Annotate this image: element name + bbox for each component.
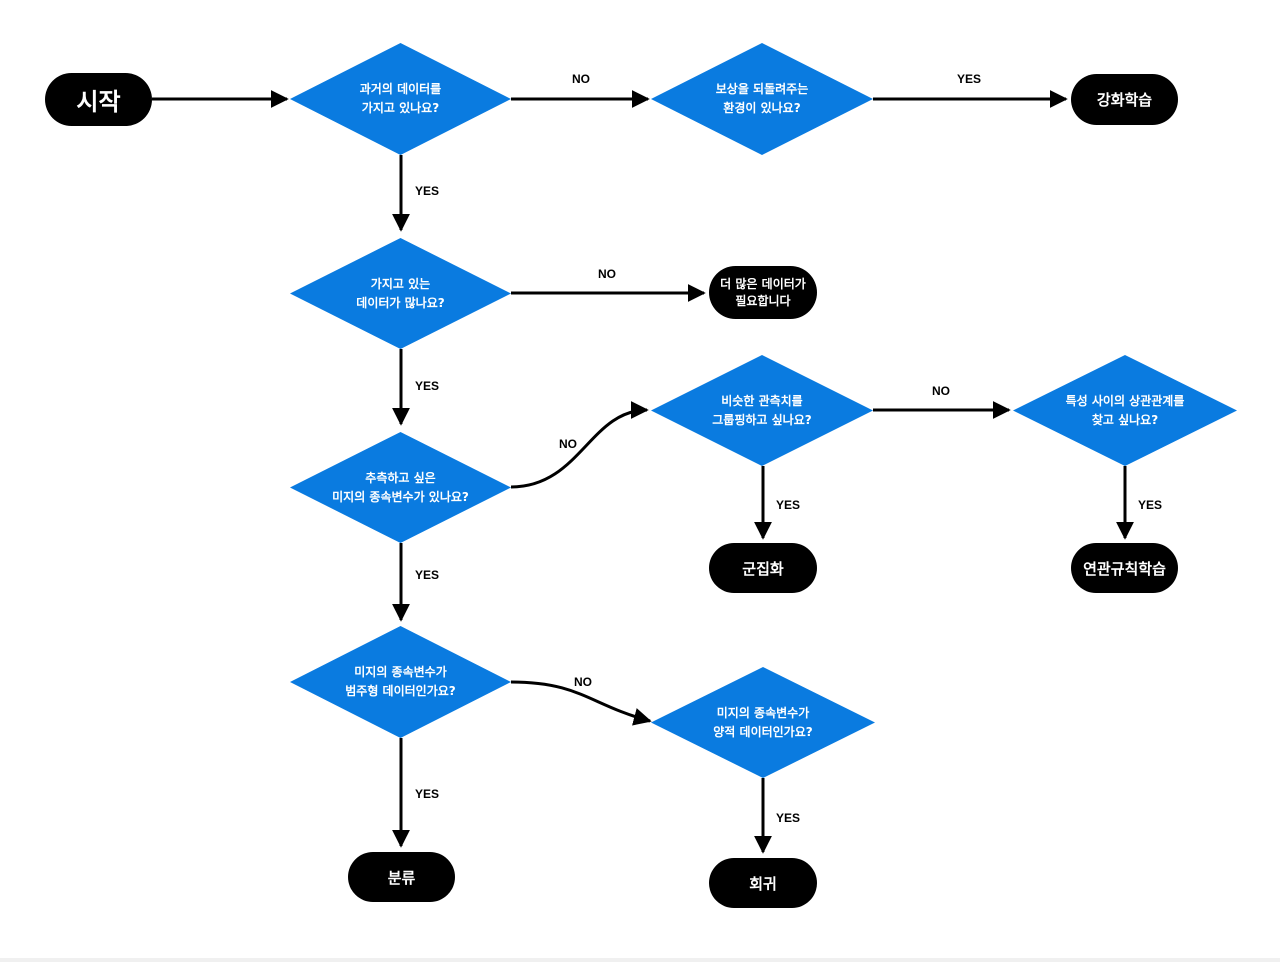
correlation-decision: 특성 사이의 상관관계를 찾고 싶나요? <box>1013 355 1237 466</box>
reinforcement-learning-terminal: 강화학습 <box>1071 74 1178 125</box>
edge-label-correlation-yes: YES <box>1138 498 1163 512</box>
target-variable-decision: 추측하고 싶은 미지의 종속변수가 있나요? <box>290 432 511 543</box>
decision-text: 미지의 종속변수가 범주형 데이터인가요? <box>345 665 456 698</box>
edge-label-quantitative-yes: YES <box>776 811 801 825</box>
start-terminal: 시작 <box>45 73 152 126</box>
association-rule-terminal: 연관규칙학습 <box>1071 543 1178 593</box>
past-data-decision: 과거의 데이터를 가지고 있나요? <box>290 43 511 155</box>
edge-label-categorical-no: NO <box>574 675 592 689</box>
classification-terminal: 분류 <box>348 852 455 902</box>
edge-target-no <box>510 401 649 489</box>
decision-diamond <box>651 667 875 778</box>
decision-text: 특성 사이의 상관관계를 찾고 싶나요? <box>1065 393 1185 427</box>
decision-text: 비슷한 관측치를 그룹핑하고 싶나요? <box>712 393 812 427</box>
edge-label-target-yes: YES <box>415 568 440 582</box>
edge-label-past-data-no: NO <box>572 72 590 86</box>
quantitative-decision: 미지의 종속변수가 양적 데이터인가요? <box>651 667 875 778</box>
regression-terminal: 회귀 <box>709 858 817 908</box>
decision-diamond <box>290 238 511 349</box>
edge-label-past-data-yes: YES <box>415 184 440 198</box>
decision-diamond <box>290 432 511 543</box>
clustering-terminal: 군집화 <box>709 543 817 593</box>
categorical-decision: 미지의 종속변수가 범주형 데이터인가요? <box>290 626 511 738</box>
decision-diamond <box>1013 355 1237 466</box>
edge-label-reward-yes: YES <box>957 72 982 86</box>
edge-categorical-no <box>510 680 652 726</box>
decision-diamond <box>651 43 873 155</box>
edge-label-target-no: NO <box>559 437 577 451</box>
enough-data-decision: 가지고 있는 데이터가 많나요? <box>290 238 511 349</box>
bottom-border <box>0 958 1280 962</box>
edge-label-grouping-yes: YES <box>776 498 801 512</box>
decision-text: 미지의 종속변수가 양적 데이터인가요? <box>713 705 813 739</box>
decision-text: 추측하고 싶은 미지의 종속변수가 있나요? <box>332 470 469 504</box>
reward-environment-decision: 보상을 되돌려주는 환경이 있나요? <box>651 43 873 155</box>
decision-text: 보상을 되돌려주는 환경이 있나요? <box>715 82 809 115</box>
edge-label-enough-data-yes: YES <box>415 379 440 393</box>
decision-diamond <box>290 43 511 155</box>
edge-label-categorical-yes: YES <box>415 787 440 801</box>
need-more-data-terminal: 더 많은 데이터가 필요합니다 <box>709 266 817 319</box>
edge-label-grouping-no: NO <box>932 384 950 398</box>
grouping-decision: 비슷한 관측치를 그룹핑하고 싶나요? <box>651 355 873 466</box>
decision-text: 가지고 있는 데이터가 많나요? <box>356 276 445 310</box>
decision-diamond <box>651 355 873 466</box>
edge-label-enough-data-no: NO <box>598 267 616 281</box>
decision-diamond <box>290 626 511 738</box>
decision-text: 과거의 데이터를 가지고 있나요? <box>359 82 442 115</box>
